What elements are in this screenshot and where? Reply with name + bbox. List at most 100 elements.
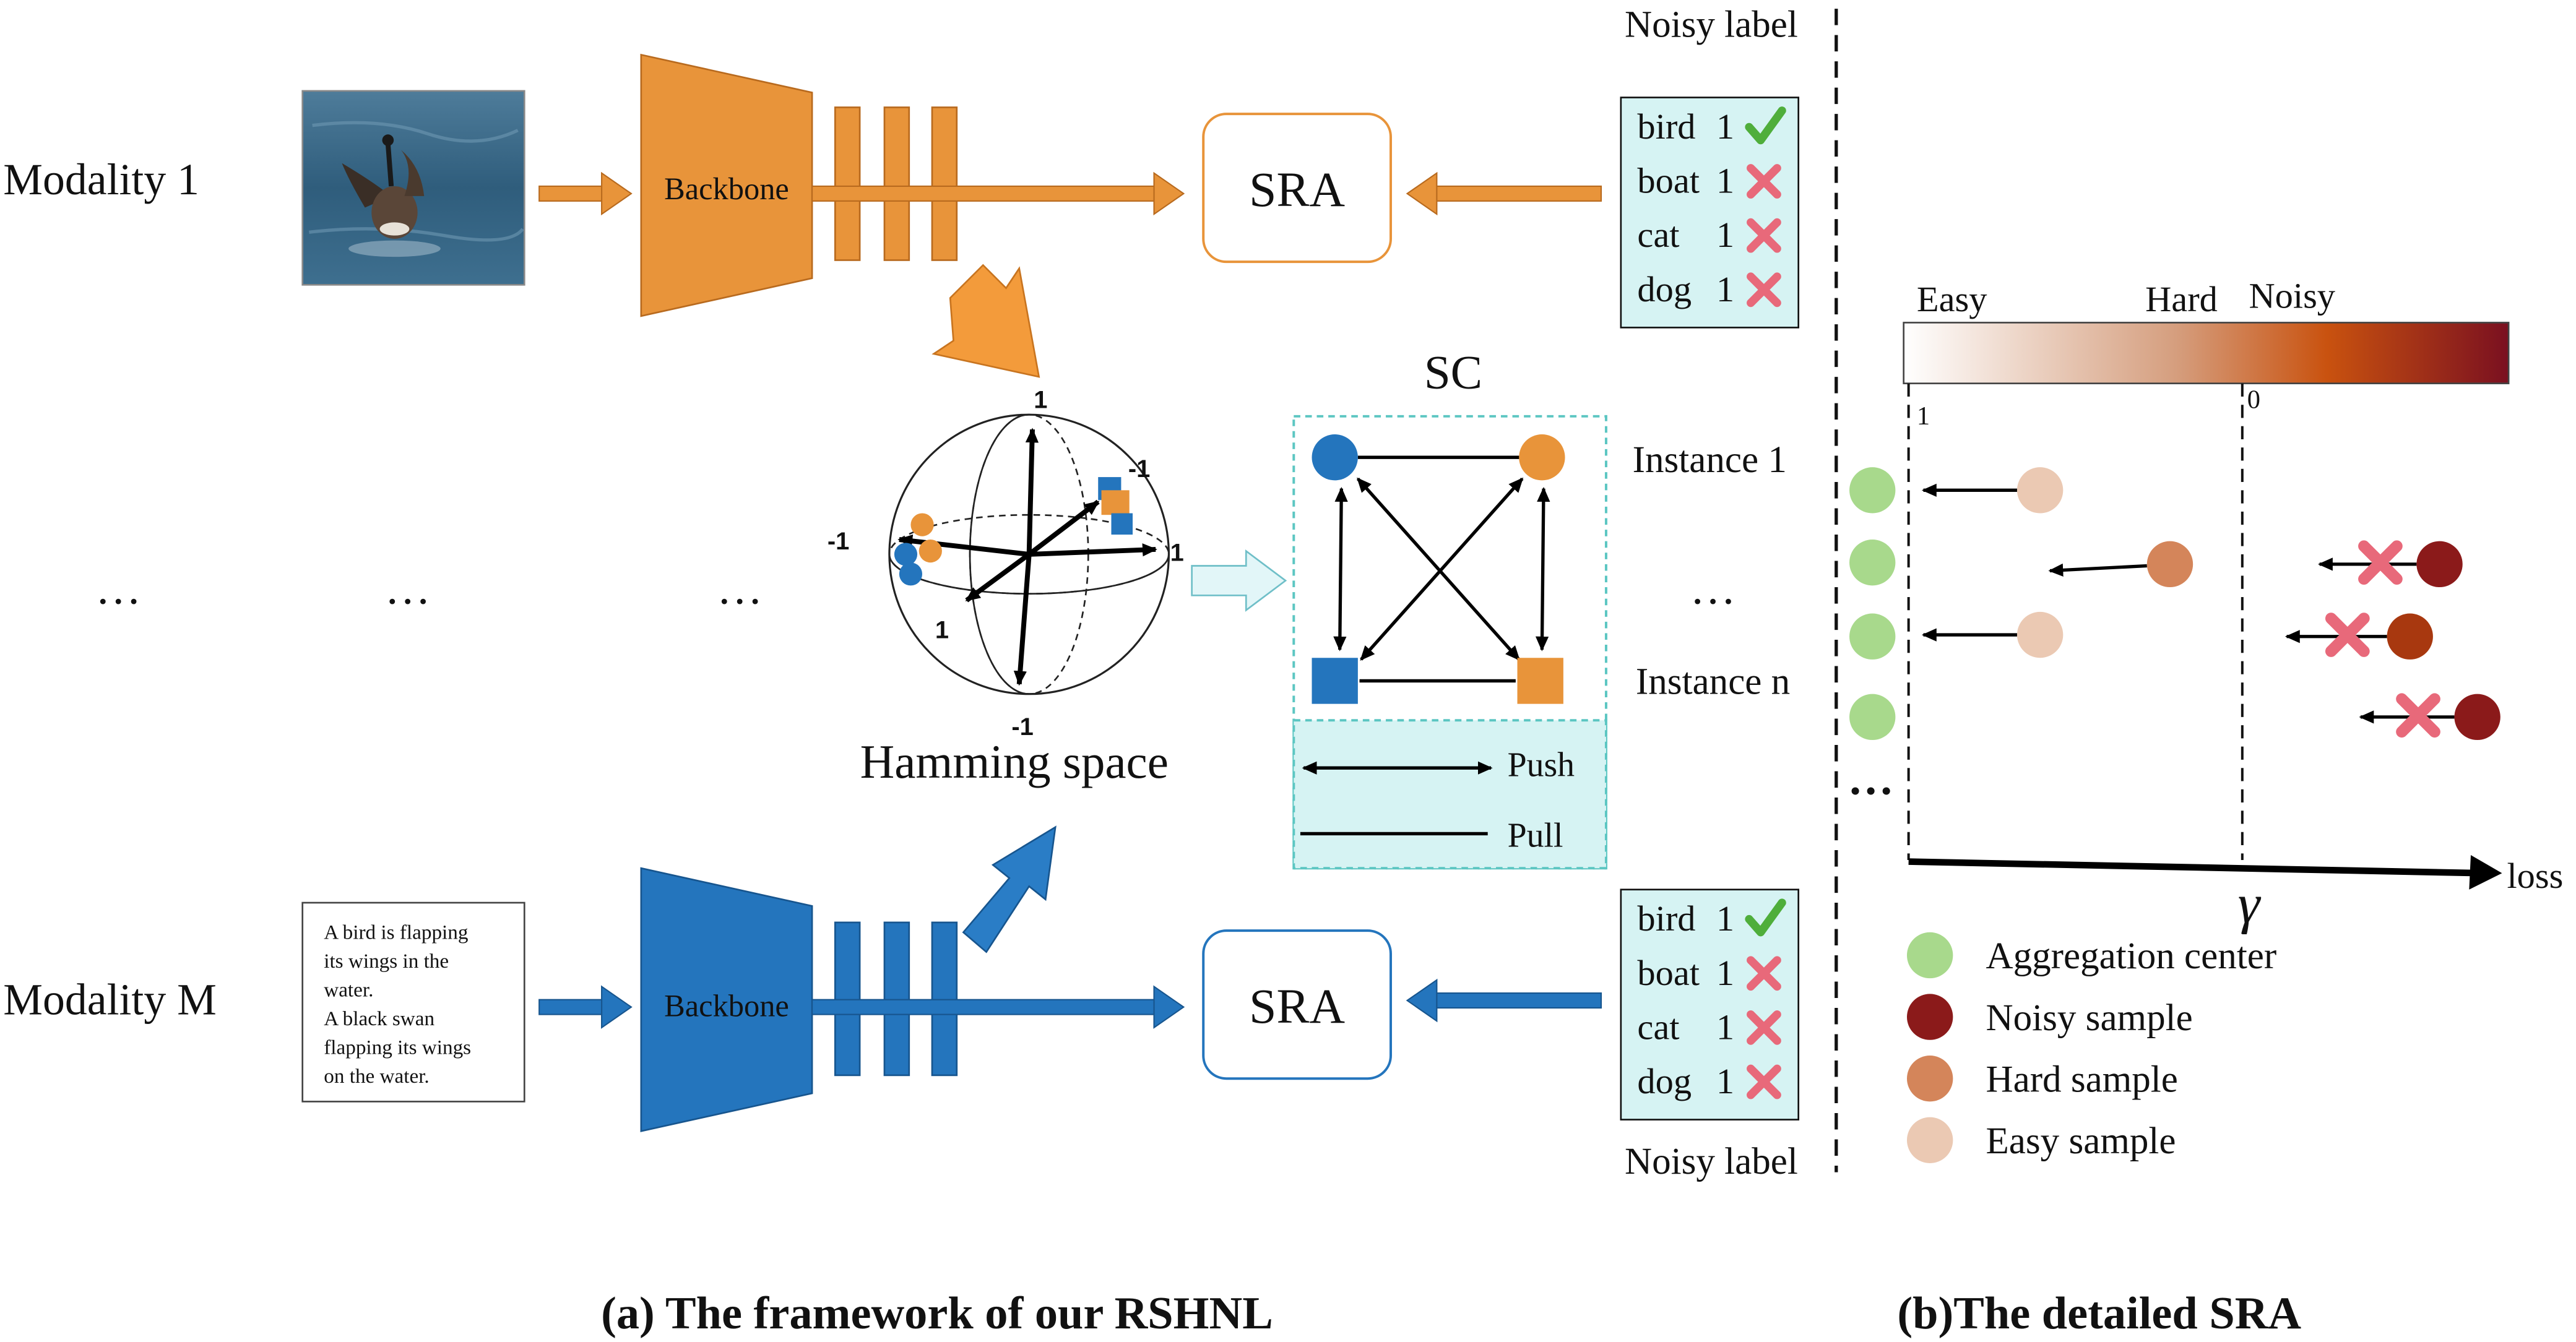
top-label-row: cat 1 — [1637, 215, 1781, 255]
label-name: boat — [1637, 953, 1700, 993]
sphere-label-back: -1 — [1128, 455, 1150, 483]
sra-box-m: SRA — [1202, 929, 1392, 1080]
label-name: dog — [1637, 269, 1692, 309]
bottom-label-row: boat 1 — [1637, 953, 1781, 993]
instance-n-label: Instance n — [1636, 661, 1790, 703]
sphere-label-front: 1 — [935, 616, 949, 643]
sra-box-1: SRA — [1202, 113, 1392, 264]
text-input-line: on the water. — [324, 1065, 430, 1088]
ellipsis-1: … — [95, 564, 141, 614]
cross-icon — [1747, 1064, 1781, 1099]
noisy-label-title-m: Noisy label — [1625, 1141, 1798, 1182]
pull-label: Pull — [1508, 817, 1563, 855]
bird-image — [301, 90, 525, 286]
bottom-label-row: dog 1 — [1637, 1061, 1781, 1101]
label-value: 1 — [1716, 215, 1734, 255]
scale-noisy: Noisy — [2249, 276, 2335, 316]
legend-label: Aggregation center — [1986, 936, 2276, 977]
cross-icon — [1747, 956, 1781, 991]
gamma-label: γ — [2238, 873, 2262, 935]
legend-label: Hard sample — [1986, 1059, 2177, 1100]
sample-easy-2 — [1921, 611, 2064, 658]
label-value: 1 — [1716, 1007, 1734, 1047]
hamming-sphere — [888, 413, 1170, 695]
orange-label-arrow — [1406, 171, 1602, 216]
loss-axis — [1908, 858, 2481, 877]
sample-noisy-3 — [2359, 693, 2500, 741]
blue-layers — [834, 921, 958, 1077]
label-name: bird — [1637, 898, 1695, 939]
check-icon — [1745, 106, 1786, 145]
orange-input-arrow — [538, 171, 633, 216]
backbone-label-m: Backbone — [664, 988, 789, 1023]
legend-swatch — [1906, 1056, 1953, 1102]
text-input-line: A bird is flapping — [324, 921, 468, 944]
legend-label: Noisy sample — [1986, 997, 2192, 1039]
cross-icon — [1747, 272, 1781, 308]
label-value: 1 — [1716, 898, 1734, 939]
modality-1-label: Modality 1 — [3, 155, 199, 204]
label-name: dog — [1637, 1061, 1692, 1101]
instance-1-label: Instance 1 — [1633, 439, 1787, 481]
loss-axis-label: loss — [2507, 856, 2563, 896]
label-value: 1 — [1716, 106, 1734, 147]
blue-to-sra-arrow — [811, 985, 1185, 1029]
scale-easy: Easy — [1917, 279, 1987, 319]
top-label-row: boat 1 — [1637, 161, 1781, 201]
top-label-row: dog 1 — [1637, 269, 1781, 309]
difficulty-scale — [1903, 322, 2510, 385]
label-value: 1 — [1716, 269, 1734, 309]
cross-icon — [1747, 218, 1781, 253]
label-name: boat — [1637, 161, 1700, 201]
orange-big-arrow — [931, 264, 1040, 378]
legend-swatch — [1906, 994, 1953, 1040]
sc-box: Push Pull — [1292, 415, 1607, 870]
sample-hard-1 — [2048, 541, 2193, 588]
cross-icon — [1747, 164, 1781, 199]
sample-noisy-2 — [2284, 613, 2433, 660]
orange-to-sra-arrow — [811, 171, 1185, 216]
scale-tick-0: 0 — [2247, 385, 2260, 415]
push-label: Push — [1508, 746, 1575, 784]
sphere-label-bottom: -1 — [1011, 713, 1033, 741]
orange-layers — [834, 106, 958, 261]
sra-label-m: SRA — [1249, 979, 1345, 1034]
hamming-space-title: Hamming space — [860, 735, 1169, 788]
light-arrow — [1191, 549, 1287, 612]
backbone-blue: Backbone — [640, 867, 813, 1132]
caption-a: (a) The framework of our RSHNL — [601, 1288, 1273, 1339]
blue-label-arrow — [1406, 978, 1602, 1023]
aggregation-centers — [1849, 467, 1896, 741]
label-value: 1 — [1716, 953, 1734, 993]
legend-swatch — [1906, 932, 1953, 979]
modality-m-label: Modality M — [3, 975, 217, 1025]
cross-icon — [1747, 1010, 1781, 1045]
legend-swatch — [1906, 1117, 1953, 1163]
text-input-line: flapping its wings — [324, 1036, 471, 1059]
label-value: 1 — [1716, 161, 1734, 201]
noisy-label-title-1: Noisy label — [1625, 4, 1798, 45]
sphere-label-top: 1 — [1034, 387, 1047, 414]
ellipsis-2: … — [385, 564, 431, 614]
legend-label: Easy sample — [1986, 1120, 2176, 1162]
sc-title: SC — [1424, 346, 1482, 399]
ellipsis-3: … — [717, 564, 763, 614]
sample-noisy-1 — [2318, 540, 2463, 588]
sphere-label-right: 1 — [1170, 540, 1184, 567]
label-name: cat — [1637, 215, 1679, 255]
bottom-label-row: bird 1 — [1637, 898, 1786, 939]
ellipsis-5: … — [1848, 754, 1893, 805]
scale-hard: Hard — [2145, 279, 2218, 319]
sphere-label-left: -1 — [828, 528, 849, 555]
caption-b: (b)The detailed SRA — [1897, 1288, 2301, 1339]
label-value: 1 — [1716, 1061, 1734, 1101]
scale-tick-1: 1 — [1917, 402, 1930, 431]
sra-label-1: SRA — [1249, 163, 1345, 217]
blue-big-arrow — [962, 825, 1057, 953]
